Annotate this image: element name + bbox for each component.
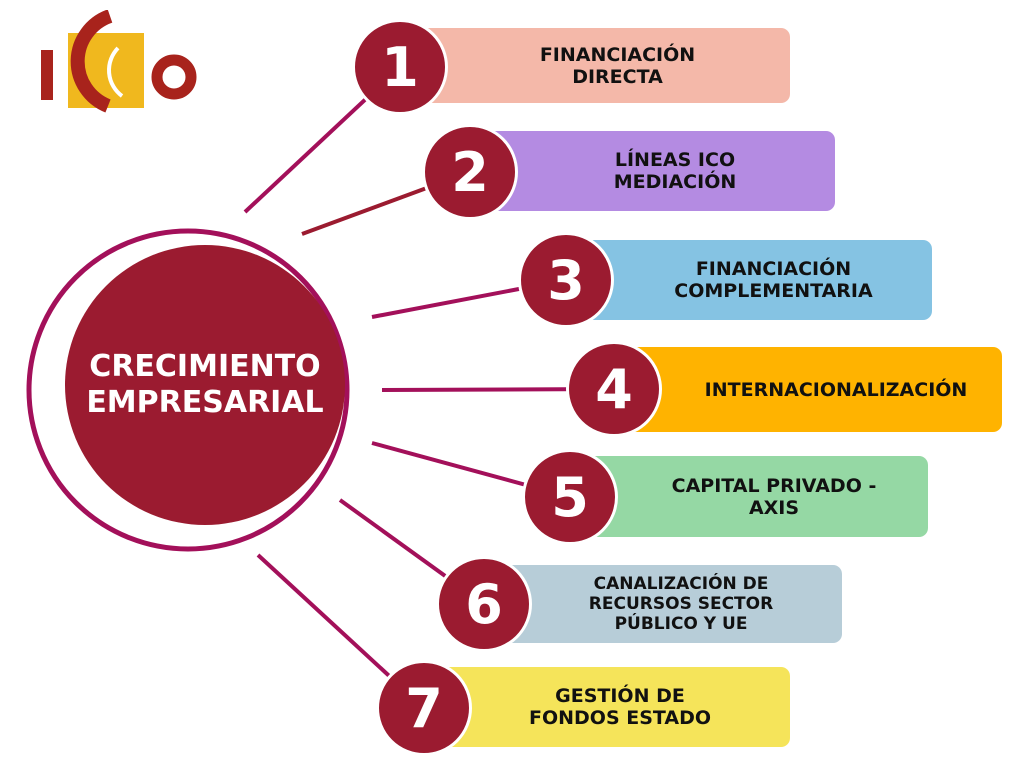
item-bar-4: INTERNACIONALIZACIÓN (625, 347, 1002, 432)
item-label: CAPITAL PRIVADO - (671, 474, 877, 497)
item-label: CANALIZACIÓN DE (593, 574, 769, 594)
center-circle (65, 245, 345, 525)
item-label: MEDIACIÓN (613, 171, 737, 193)
number-badge-3: 3 (518, 232, 614, 328)
number-badge-5: 5 (522, 449, 618, 545)
item-label: LÍNEAS ICO (614, 149, 736, 171)
item-label: COMPLEMENTARIA (674, 280, 873, 302)
item-label: FONDOS ESTADO (528, 707, 712, 729)
item-label: PÚBLICO Y UE (614, 614, 748, 634)
center-line-2: EMPRESARIAL (86, 385, 324, 420)
number-badge-7: 7 (376, 660, 472, 756)
number-badge-1: 1 (352, 19, 448, 115)
ico-logo (41, 10, 197, 113)
item-label: DIRECTA (572, 65, 663, 88)
number-badge-2: 2 (422, 124, 518, 220)
item-label: GESTIÓN DE (555, 685, 685, 707)
item-label: INTERNACIONALIZACIÓN (704, 378, 968, 401)
number-badge-4: 4 (566, 341, 662, 437)
center-line-1: CRECIMIENTO (89, 349, 321, 384)
item-label: AXIS (748, 496, 800, 519)
number-badge-6: 6 (436, 556, 532, 652)
item-label: FINANCIACIÓN (539, 43, 696, 66)
item-label: FINANCIACIÓN (695, 258, 852, 280)
item-label: RECURSOS SECTOR (588, 594, 774, 614)
item-bar-5: CAPITAL PRIVADO -AXIS (580, 456, 928, 537)
